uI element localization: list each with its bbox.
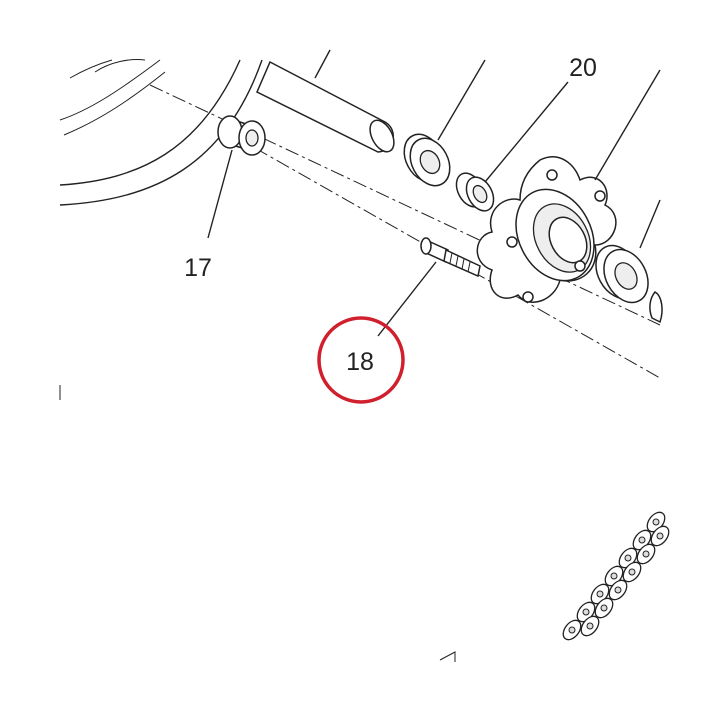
highlight-ring-18 bbox=[317, 316, 405, 404]
chain-pin bbox=[652, 518, 660, 526]
bearing-2 bbox=[595, 199, 663, 324]
callout-20: 20 bbox=[569, 54, 597, 82]
chain-pin bbox=[596, 590, 604, 598]
callout-17: 17 bbox=[184, 254, 212, 282]
leader-line-20 bbox=[484, 81, 569, 183]
sprocket-carrier-hub bbox=[476, 69, 661, 303]
part-18-stud bbox=[420, 237, 481, 278]
part-17-bush bbox=[217, 115, 266, 156]
bearing-1 bbox=[403, 59, 486, 187]
chain-pin bbox=[656, 532, 664, 540]
chain-pin bbox=[600, 604, 608, 612]
chain-pin bbox=[628, 568, 636, 576]
partial-mark bbox=[439, 651, 456, 662]
chain-pin bbox=[610, 572, 618, 580]
chain-pin bbox=[624, 554, 632, 562]
chain-pin bbox=[582, 608, 590, 616]
wheel-outline bbox=[59, 59, 263, 400]
chain-pin bbox=[586, 622, 594, 630]
spacer-tube bbox=[256, 49, 395, 153]
callout-18: 18 bbox=[346, 348, 374, 376]
chain-pin bbox=[614, 586, 622, 594]
drive-chain bbox=[562, 511, 670, 641]
chain-pin bbox=[638, 536, 646, 544]
leader-line-18 bbox=[377, 261, 437, 337]
leader-line-17 bbox=[207, 149, 233, 239]
chain-pin bbox=[642, 550, 650, 558]
part-20-spacer-ring bbox=[455, 172, 495, 212]
chain-pin bbox=[568, 626, 576, 634]
